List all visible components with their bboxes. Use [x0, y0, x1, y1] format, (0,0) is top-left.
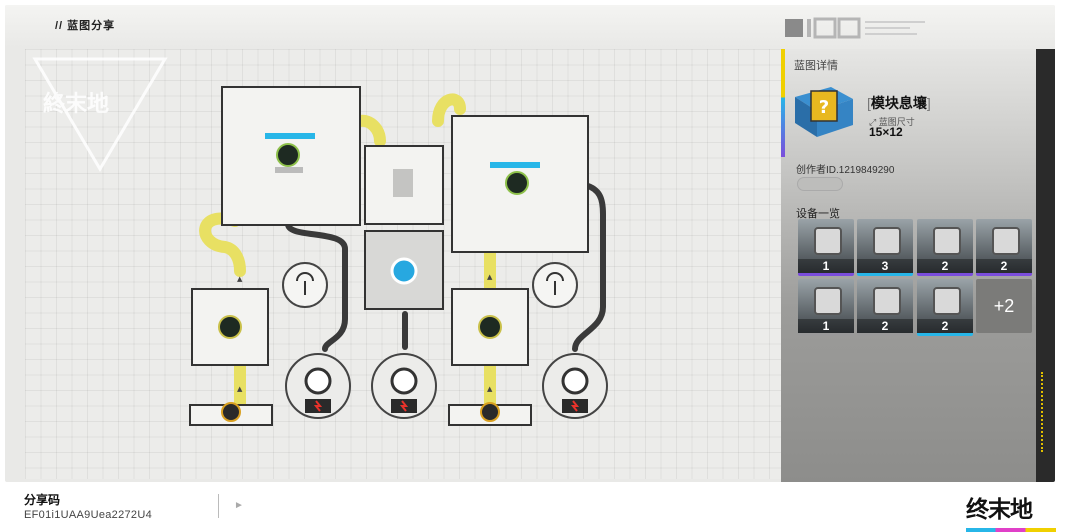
blueprint-size-value: 15×12 — [869, 125, 903, 139]
machine-box-3 — [451, 115, 589, 253]
furnace-machine-icon — [873, 287, 901, 315]
like-toggle[interactable] — [797, 177, 843, 191]
crusher-machine-icon — [814, 227, 842, 255]
share-arrow-icon[interactable]: ► — [234, 500, 244, 511]
device-card[interactable]: 2 — [917, 279, 973, 336]
device-count: 3 — [857, 259, 913, 273]
machine-box-2 — [364, 145, 444, 225]
header-decoration-icon — [785, 17, 925, 39]
blueprint-canvas[interactable]: 終末地 ▲ ▲ ▲ ▲ — [25, 49, 785, 479]
blueprint-name: [模块息壤] — [867, 95, 931, 111]
share-code-label: 分享码 — [24, 493, 61, 507]
thermal-pods — [285, 353, 608, 419]
factory-layout-map: 終末地 ▲ ▲ ▲ ▲ — [32, 57, 608, 426]
svg-text:▲: ▲ — [487, 273, 493, 281]
creator-id: 创作者ID.1219849290 — [796, 165, 895, 176]
more-devices-label: +2 — [993, 296, 1015, 316]
device-count: 2 — [917, 259, 973, 273]
svg-text:?: ? — [819, 97, 829, 118]
machine-box-4 — [191, 288, 269, 366]
device-card[interactable]: 2 — [976, 219, 1032, 276]
device-count: 2 — [917, 319, 973, 333]
device-card[interactable]: 1 — [798, 219, 854, 276]
footer-divider — [218, 494, 219, 518]
device-card[interactable]: 2 — [917, 219, 973, 276]
planter-machine-icon — [933, 227, 961, 255]
devices-heading: 设备一览 — [796, 208, 840, 220]
svg-text:終末地: 終末地 — [43, 91, 109, 116]
more-devices-button[interactable]: +2 — [976, 279, 1032, 333]
device-card[interactable]: 2 — [857, 279, 913, 336]
svg-text:▲: ▲ — [237, 275, 243, 283]
device-count: 2 — [857, 319, 913, 333]
storage-box-icon — [814, 287, 842, 315]
blueprint-share-window: // 蓝图分享 終末地 — [5, 5, 1055, 482]
upgrade-machine-icon — [873, 227, 901, 255]
panel-accent-bar — [781, 49, 785, 157]
top-bar: // 蓝图分享 — [5, 5, 1055, 47]
share-code-value[interactable]: EF01i1UAA9Uea2272U4 — [24, 509, 152, 521]
page-title: // 蓝图分享 — [55, 20, 116, 32]
machine-box-center — [364, 230, 444, 310]
refinery-machine-icon — [992, 227, 1020, 255]
blueprint-size-label: ⤢ 蓝图尺寸 — [869, 117, 915, 127]
side-strip — [1036, 49, 1055, 482]
device-card[interactable]: 3 — [857, 219, 913, 276]
device-count: 1 — [798, 319, 854, 333]
device-card[interactable]: 1 — [798, 279, 854, 336]
machine-box-5 — [451, 288, 529, 366]
endfield-logo-icon: 終末地 — [32, 57, 168, 172]
machine-box-1 — [221, 86, 361, 226]
device-count: 2 — [976, 259, 1032, 273]
svg-text:▲: ▲ — [237, 385, 243, 393]
svg-text:▲: ▲ — [487, 385, 493, 393]
brand-logo: 终末地 — [964, 488, 1064, 532]
blueprint-box-icon: ? — [795, 87, 853, 137]
device-count: 1 — [798, 259, 854, 273]
panel-heading: 蓝图详情 — [794, 60, 838, 72]
blueprint-detail-panel: 蓝图详情 ? [模块息壤] ⤢ 蓝图尺寸 15×12 创作者ID.1219849… — [781, 49, 1036, 482]
pylon-tower-icon — [933, 287, 961, 315]
resize-icon: ⤢ — [869, 117, 877, 127]
